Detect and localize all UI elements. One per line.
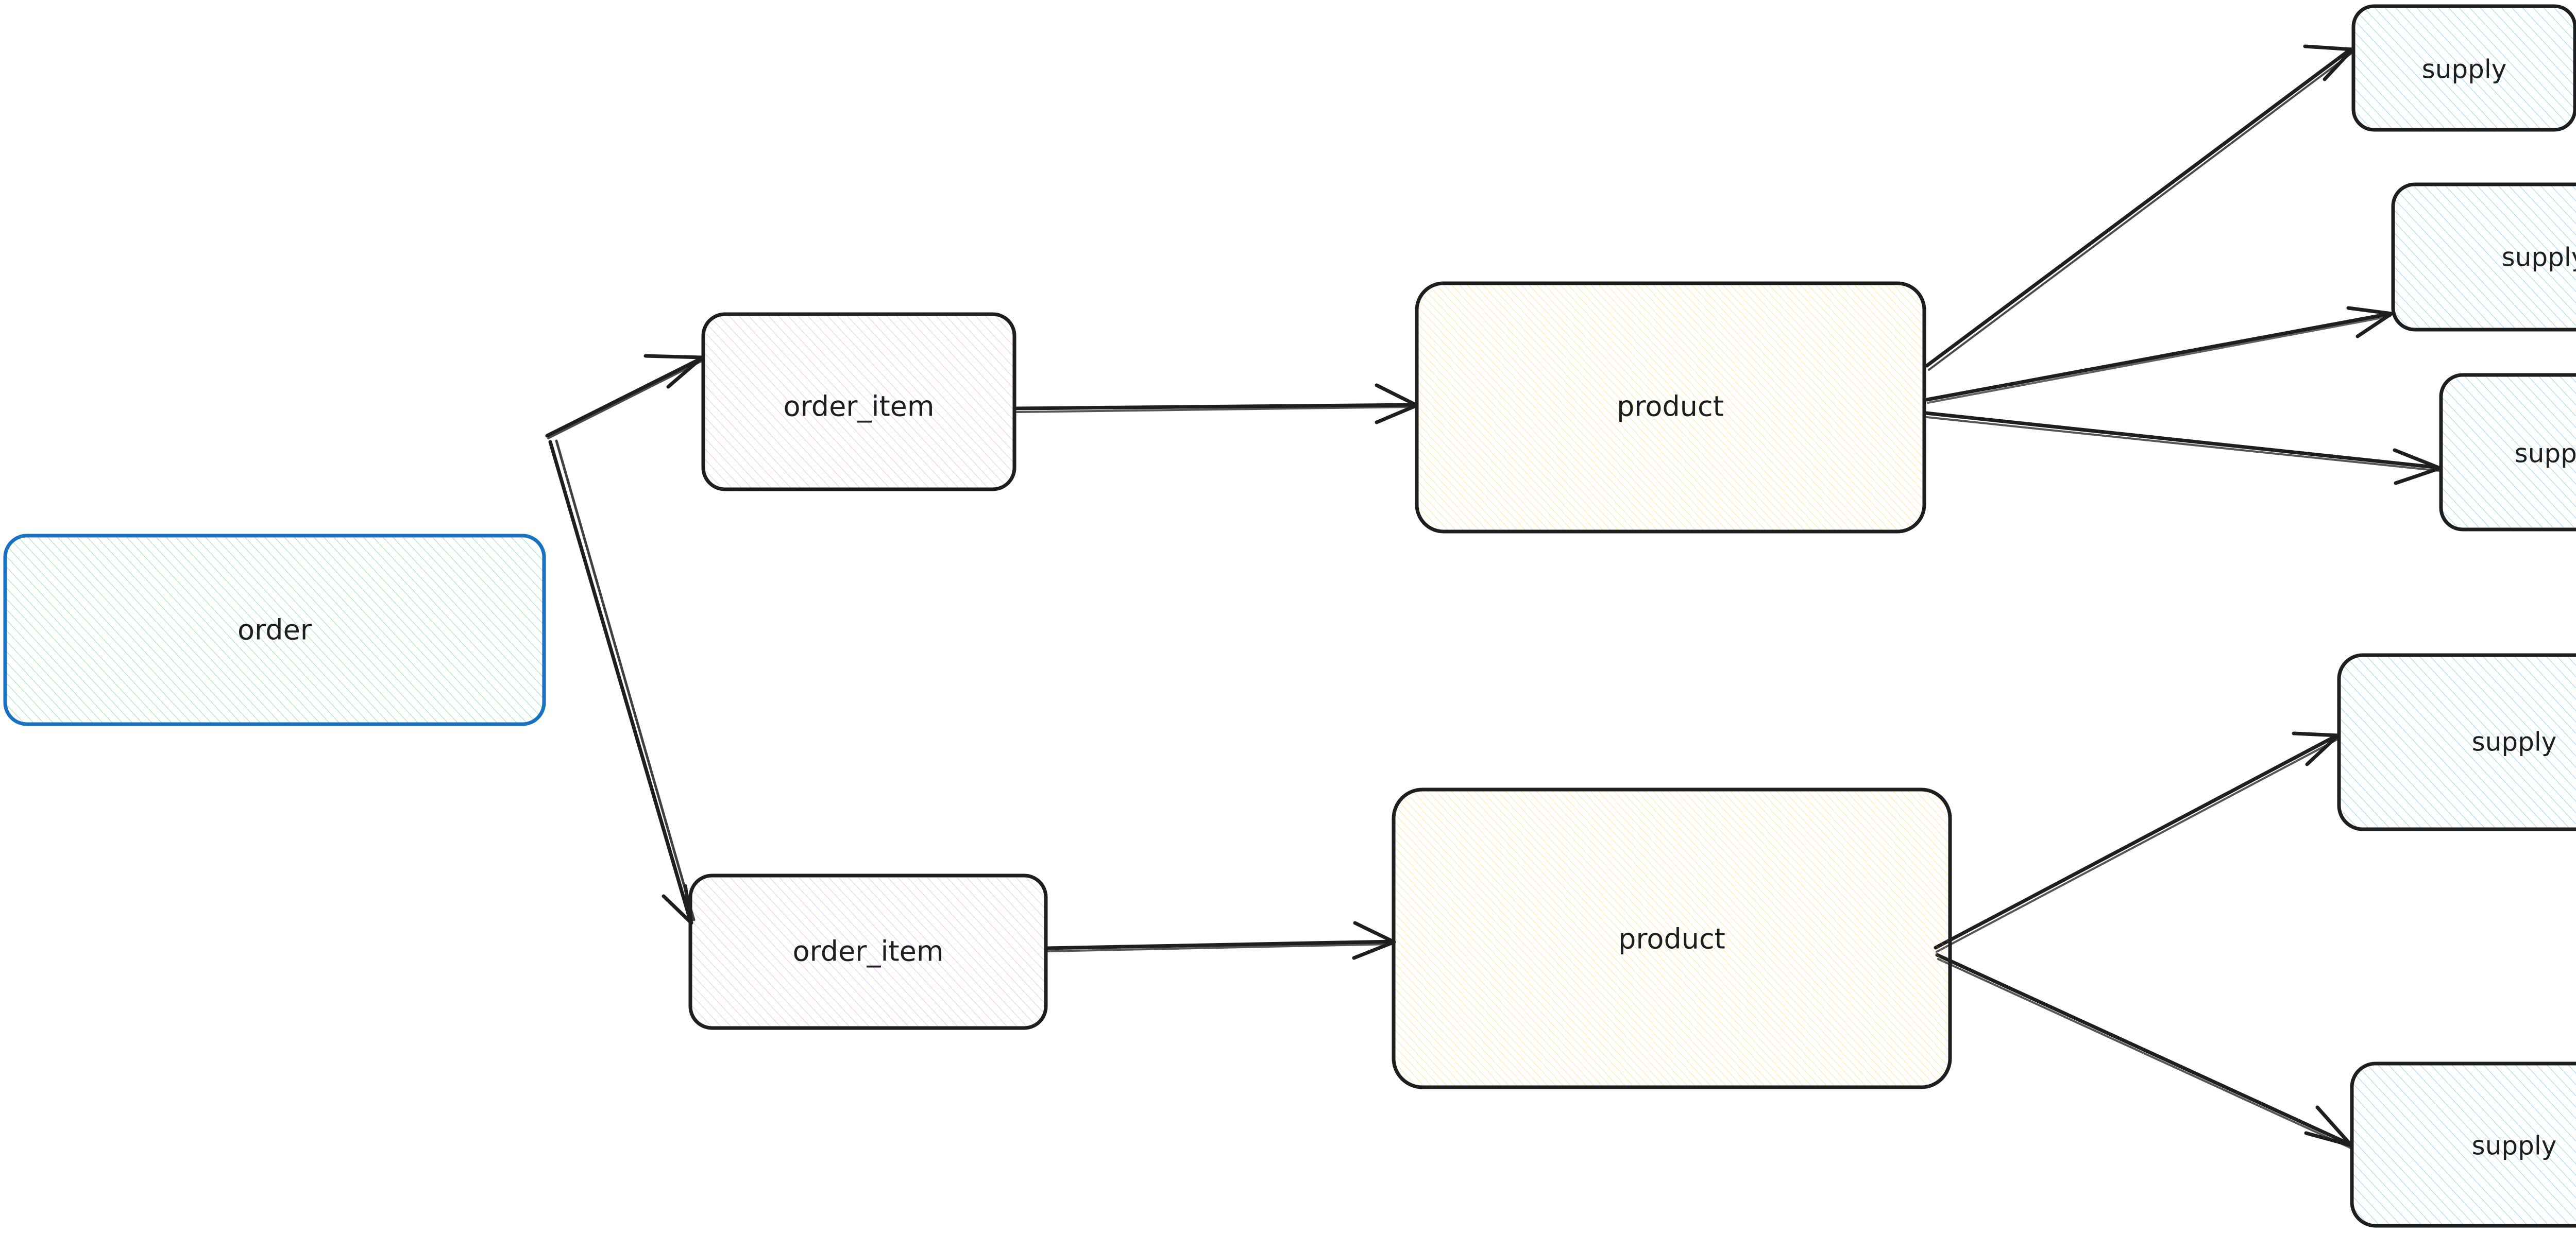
node-supply-2-shape[interactable] bbox=[2391, 182, 2576, 332]
node-order-item-1-shape[interactable] bbox=[701, 312, 1016, 491]
edge-order-item-1-to-product-1[interactable] bbox=[1014, 383, 1419, 424]
node-order-item-2[interactable]: order_item bbox=[688, 874, 1048, 1030]
edge-product-1-to-supply-1[interactable] bbox=[1925, 44, 2354, 371]
node-product-1[interactable]: product bbox=[1415, 281, 1926, 534]
nodes-layer: order order_item order_item product prod… bbox=[3, 4, 2576, 1228]
node-supply-1[interactable]: supply bbox=[2351, 4, 2576, 132]
node-order[interactable]: order bbox=[3, 534, 546, 726]
node-supply-5-label: supply bbox=[2472, 1131, 2557, 1161]
node-supply-4-shape[interactable] bbox=[2337, 653, 2576, 831]
node-supply-2[interactable]: supply bbox=[2391, 182, 2576, 332]
node-order-label: order bbox=[238, 614, 312, 646]
edges-layer bbox=[545, 44, 2442, 1149]
edge-product-1-to-supply-3[interactable] bbox=[1924, 411, 2442, 485]
node-supply-1-label: supply bbox=[2422, 55, 2507, 84]
node-product-2-label: product bbox=[1618, 923, 1725, 955]
node-order-shape[interactable] bbox=[3, 534, 546, 726]
node-order-item-2-label: order_item bbox=[793, 935, 944, 968]
node-order-item-1-label: order_item bbox=[784, 390, 935, 423]
edge-product-1-to-supply-2[interactable] bbox=[1925, 306, 2394, 404]
node-product-2-shape[interactable] bbox=[1392, 787, 1952, 1089]
edge-product-2-to-supply-4[interactable] bbox=[1934, 731, 2340, 953]
node-supply-5[interactable]: supply bbox=[2350, 1061, 2576, 1228]
node-supply-3-label: supply bbox=[2515, 439, 2576, 469]
node-product-1-label: product bbox=[1617, 390, 1724, 423]
node-supply-2-label: supply bbox=[2502, 243, 2576, 272]
edge-order-to-order-item-2[interactable] bbox=[548, 439, 696, 925]
node-supply-4[interactable]: supply bbox=[2337, 653, 2576, 831]
edge-order-to-order-item-1[interactable] bbox=[545, 354, 705, 439]
node-supply-3-shape[interactable] bbox=[2439, 373, 2576, 532]
node-order-item-1[interactable]: order_item bbox=[701, 312, 1016, 491]
node-product-2[interactable]: product bbox=[1392, 787, 1952, 1089]
edge-product-2-to-supply-5[interactable] bbox=[1935, 953, 2353, 1149]
node-supply-5-shape[interactable] bbox=[2350, 1061, 2576, 1228]
node-supply-3[interactable]: supply bbox=[2439, 373, 2576, 532]
node-supply-1-shape[interactable] bbox=[2351, 4, 2576, 132]
node-order-item-2-shape[interactable] bbox=[688, 874, 1048, 1030]
node-supply-4-label: supply bbox=[2472, 727, 2557, 757]
edge-order-item-2-to-product-2[interactable] bbox=[1045, 921, 1396, 960]
node-product-1-shape[interactable] bbox=[1415, 281, 1926, 534]
